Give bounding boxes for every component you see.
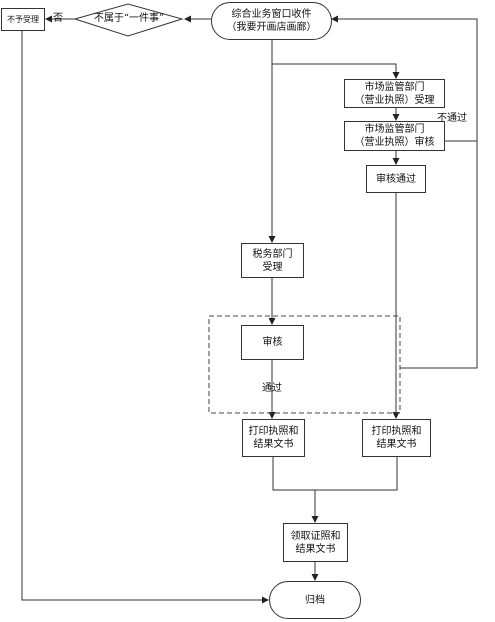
node-market-review-line1: 市场监管部门 [364,124,425,135]
node-review: 审核 [241,325,304,360]
node-tax-accept-line2: 受理 [262,261,283,273]
decision-label: 不属于“一件事” [93,13,165,24]
edge-print-right-to-collect [315,457,398,491]
node-print-left-line2: 结果文书 [253,439,294,450]
node-review-pass-text: 审核通过 [376,173,416,185]
node-start-line1: 综合业务窗口收件 [231,9,312,20]
node-print-right-line2: 结果文书 [376,439,417,450]
node-collect: 领取证照和 结果文书 [283,523,348,562]
edge-start-to-market [272,63,400,79]
label-pass: 通过 [262,383,282,394]
node-start-line2: （我要开画店画廊） [226,22,317,33]
node-archive: 归档 [269,581,361,619]
node-start: 综合业务窗口收件 （我要开画店画廊） [211,2,332,40]
node-tax-accept: 税务部门 受理 [241,243,304,278]
review-group-frame [208,315,401,414]
label-no: 否 [53,13,63,24]
node-print-left-line1: 打印执照和 [248,426,299,437]
node-market-accept: 市场监管部门 （营业执照）受理 [344,79,445,108]
node-market-accept-line1: 市场监管部门 [364,81,425,93]
edge-not-pass-return [331,15,478,369]
node-reject: 不予受理 [1,8,45,31]
node-archive-text: 归档 [305,594,325,606]
node-tax-accept-line1: 税务部门 [252,248,293,260]
node-market-accept-line2: （营业执照）受理 [354,94,435,106]
decision-diamond [73,3,184,37]
node-review-text: 审核 [262,337,283,348]
node-market-review: 市场监管部门 （营业执照）审核 [344,121,445,151]
node-review-pass: 审核通过 [366,165,426,193]
label-not-pass: 不通过 [437,113,467,124]
node-print-right-line1: 打印执照和 [371,426,422,437]
node-print-left: 打印执照和 结果文书 [242,419,305,457]
edge-reject-to-archive [21,31,269,604]
node-print-right: 打印执照和 结果文书 [362,419,431,457]
node-market-review-line2: （营业执照）审核 [354,137,435,148]
node-reject-text: 不予受理 [7,15,39,24]
node-collect-line1: 领取证照和 [290,530,341,542]
node-collect-line2: 结果文书 [295,543,336,555]
edge-print-left-to-collect [272,457,315,491]
